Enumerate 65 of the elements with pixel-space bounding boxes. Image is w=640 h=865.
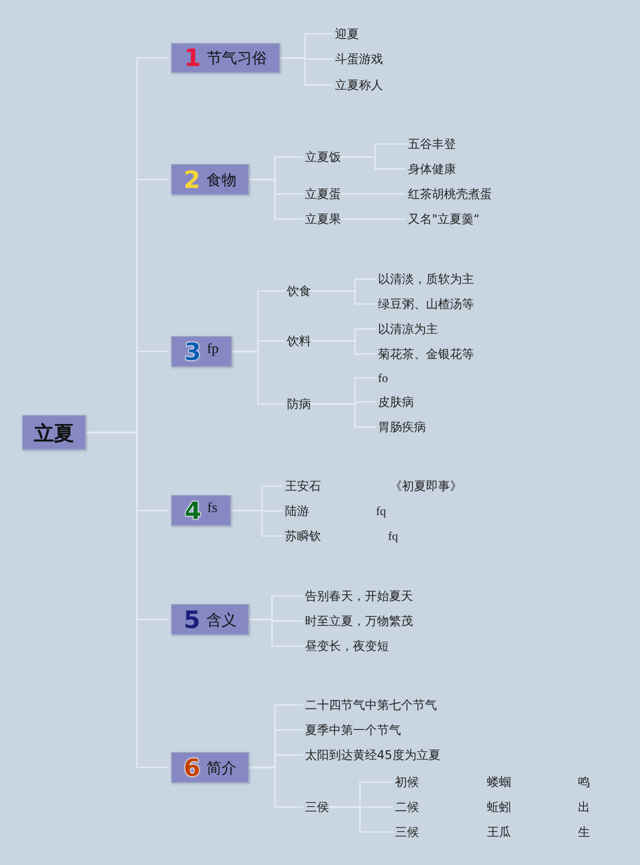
branch-text: 立夏果 (305, 211, 341, 227)
branch-text: 夏季中第一个节气 (305, 722, 401, 738)
branch-text: 绿豆粥、山楂汤等 (378, 296, 474, 312)
branch-text: 立夏称人 (335, 77, 383, 93)
category-box (171, 752, 249, 783)
table-text: fq (376, 503, 386, 519)
branch-text: 太阳到达黄经45度为立夏 (305, 747, 440, 763)
branch-text: 时至立夏，万物繁茂 (305, 613, 413, 629)
branch-text: 三侯 (305, 799, 329, 815)
branch-text: 又名"立夏羹“ (408, 211, 480, 227)
branch-text: 斗蛋游戏 (335, 51, 383, 67)
branch-text: 胃肠疾病 (378, 419, 426, 435)
number-label: 4 (184, 498, 202, 524)
branch-text: 饮料 (287, 333, 311, 349)
topic-label: fp (207, 341, 219, 359)
category-box (171, 164, 249, 195)
branch-text: 防病 (287, 396, 311, 412)
branch-text: 陆游 (285, 503, 309, 519)
topic-label: 简介 (206, 758, 236, 776)
branch-text: 立夏蛋 (305, 186, 341, 202)
branch-text: 初候 (395, 774, 419, 790)
branch-text: 以清凉为主 (378, 321, 438, 337)
branch-text: 三候 (395, 824, 419, 840)
branch-text: 苏瞬钦 (285, 528, 321, 544)
connector-line (311, 340, 376, 355)
branch-text: 身体健康 (408, 161, 456, 177)
branch-text: 二十四节气中第七个节气 (305, 697, 437, 713)
table-text: 出 (578, 799, 590, 815)
branch-text: fo (378, 370, 388, 386)
branch-text: 王安石 (285, 478, 321, 494)
table-text: 蝼蝈 (487, 774, 511, 790)
branch-text: 告别春天，开始夏天 (305, 588, 413, 604)
number-label: 1 (184, 45, 201, 71)
table-text: 王瓜 (487, 824, 511, 840)
branch-text: 迎夏 (335, 26, 359, 42)
number-label: 3 (184, 338, 202, 364)
table-text: fq (388, 528, 398, 544)
branch-text: 五谷丰登 (408, 136, 456, 152)
table-text: 生 (578, 824, 590, 840)
branch-text: 皮肤病 (378, 394, 414, 410)
topic-label: 节气习俗 (206, 49, 267, 67)
category-box (171, 495, 231, 526)
number-label: 5 (184, 606, 200, 632)
table-text: 蚯蚓 (487, 799, 511, 815)
branch-text: 菊花茶、金银花等 (378, 346, 474, 362)
branch-text: 红茶胡桃壳煮蛋 (408, 186, 492, 202)
branch-text: 以清淡，质软为主 (378, 271, 474, 287)
table-text: 鸣 (578, 774, 590, 790)
topic-label: 含义 (206, 610, 236, 628)
topic-label: 食物 (206, 170, 236, 188)
topic-label: fs (207, 500, 218, 518)
table-text: 《初夏即事》 (390, 478, 462, 494)
root-box (22, 415, 86, 450)
connector-line (341, 156, 406, 170)
branch-text: 饮食 (287, 283, 311, 299)
topic-label: 立夏 (34, 424, 74, 442)
category-box (171, 43, 280, 73)
category-box (171, 336, 232, 367)
category-box (171, 604, 249, 635)
number-label: 6 (184, 754, 200, 780)
branch-text: 二候 (395, 799, 419, 815)
branch-text: 立夏饭 (305, 149, 341, 165)
connector-line (311, 290, 376, 305)
number-label: 2 (184, 166, 200, 192)
branch-text: 昼变长，夜变短 (305, 638, 389, 654)
